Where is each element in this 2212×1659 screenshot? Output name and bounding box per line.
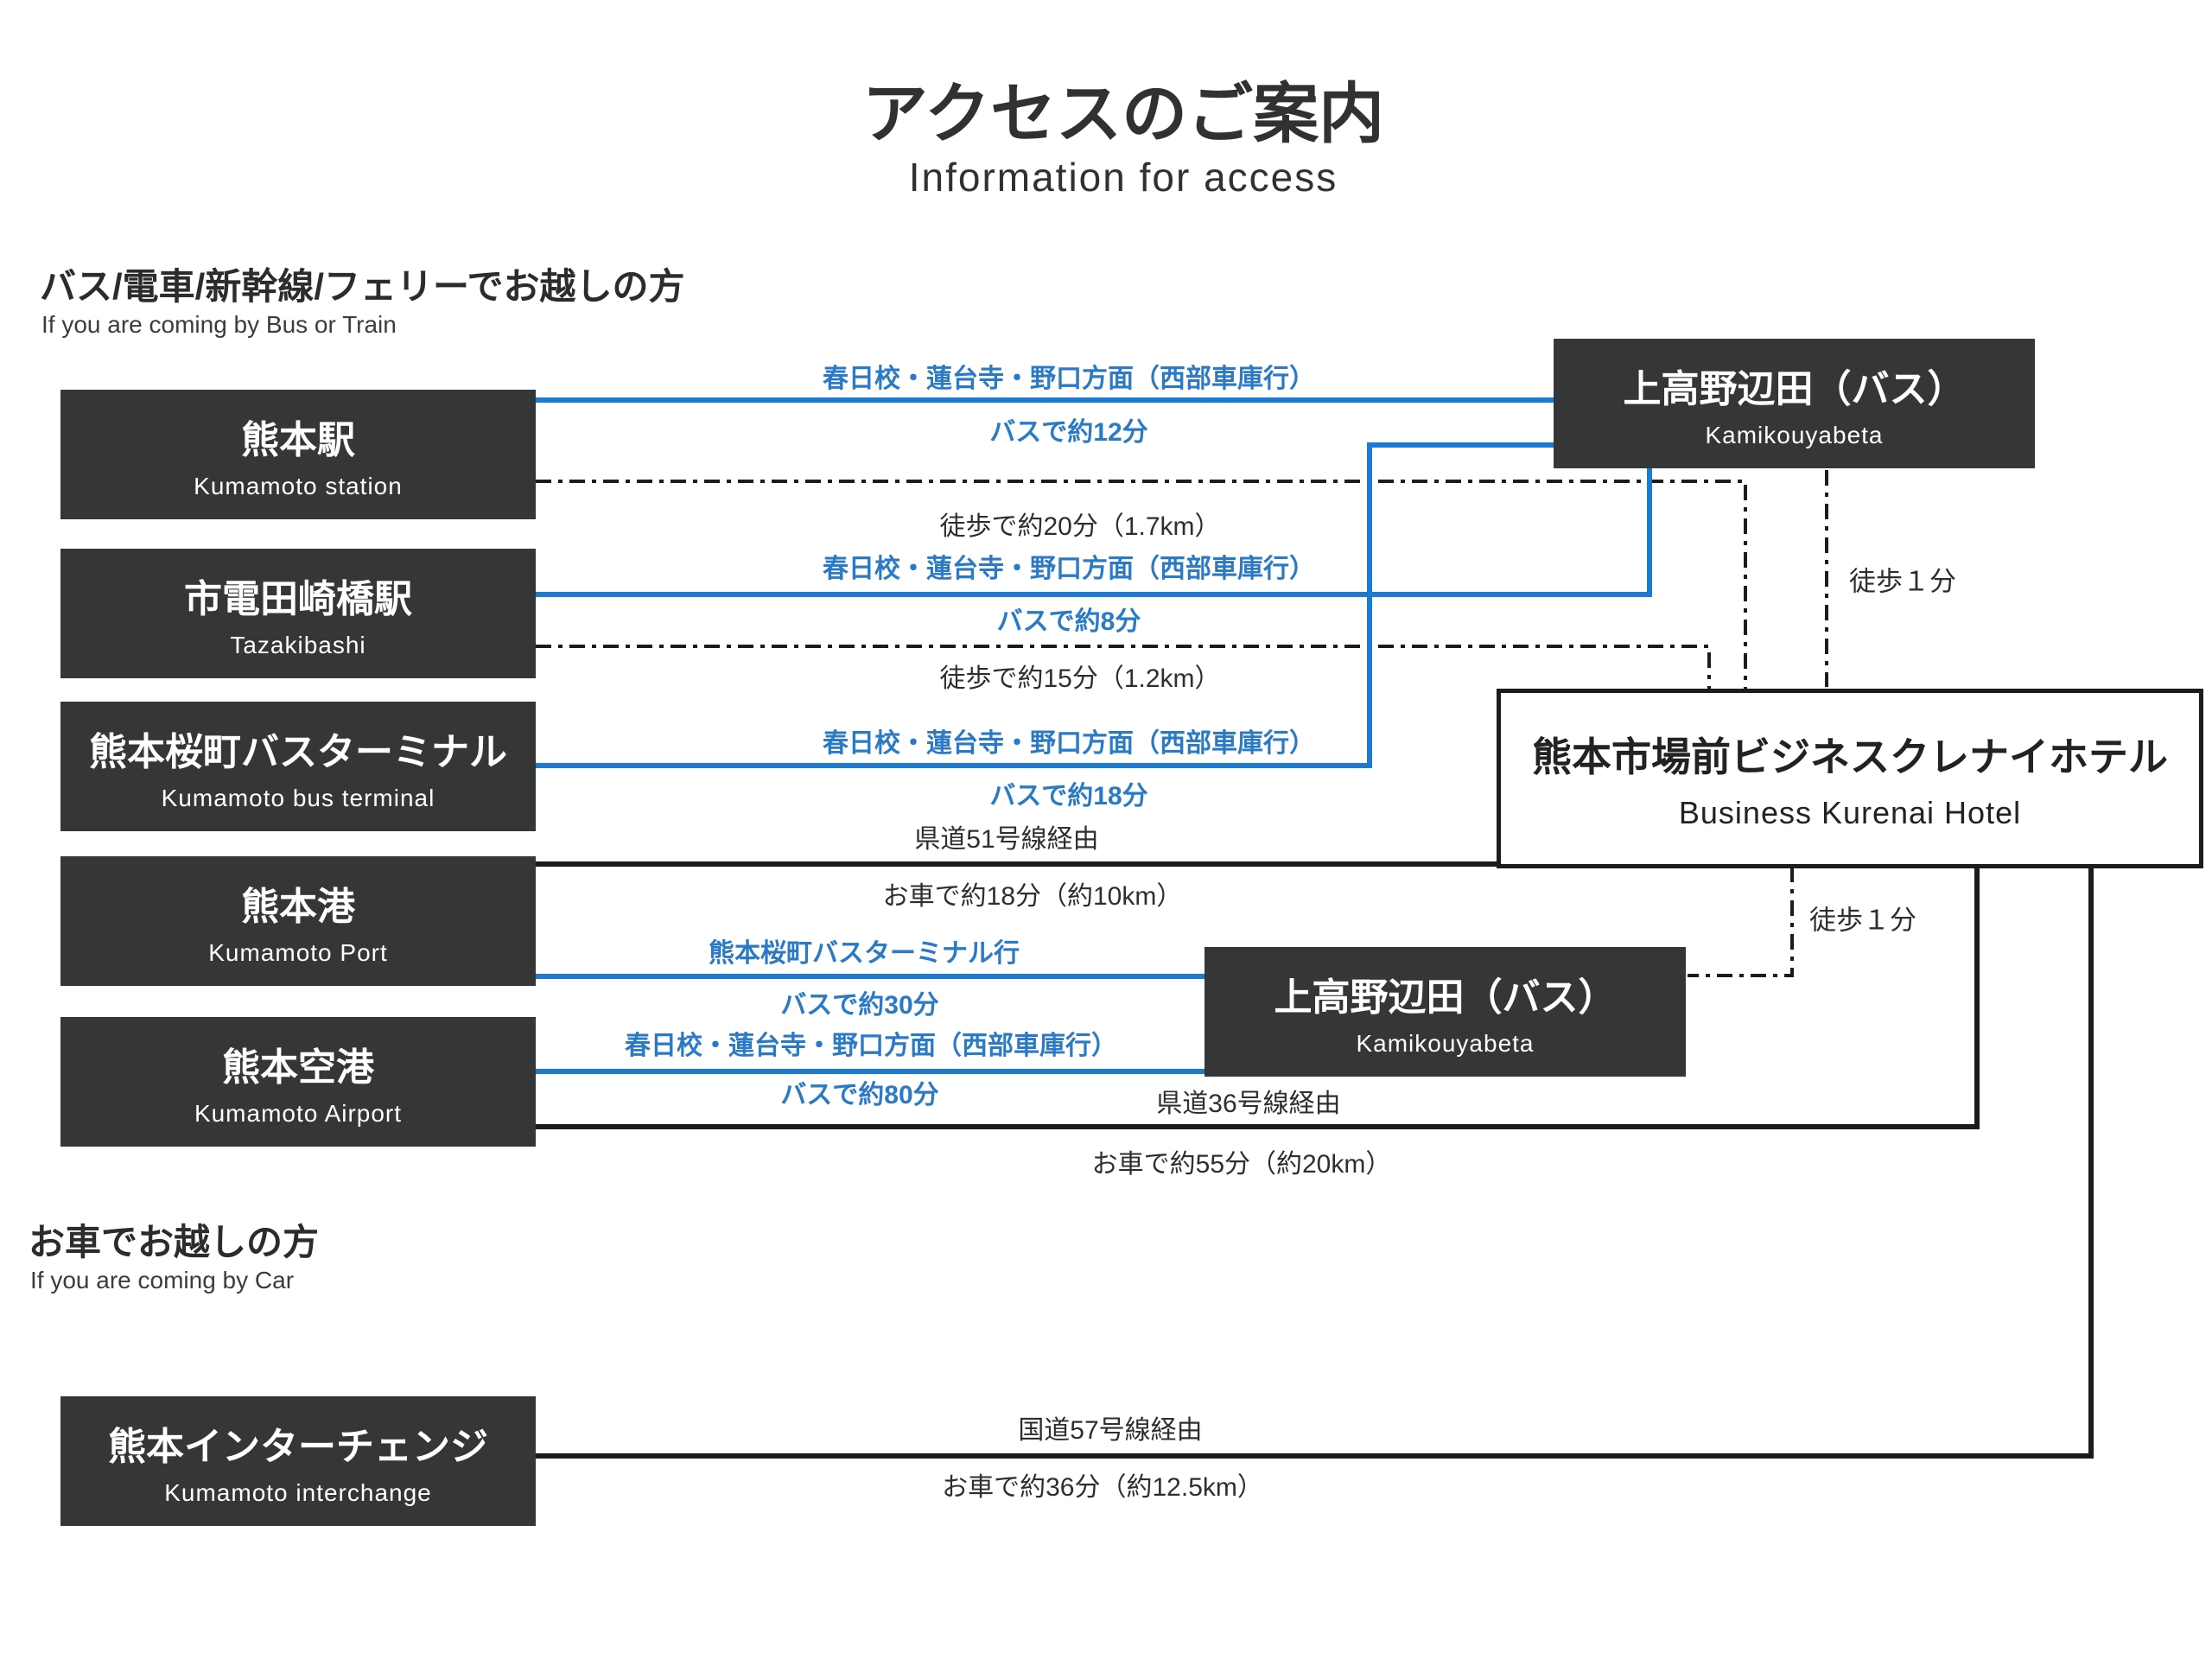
route-line-tazakibashi-walk (536, 645, 1711, 691)
node-kumamoto-airport-sublabel: Kumamoto Airport (194, 1100, 403, 1127)
label-tazakibashi-bus-direction: 春日校・蓮台寺・野口方面（西部車庫行） (823, 555, 1315, 583)
label-hotel-walk-top: 徒歩１分 (1849, 566, 1956, 597)
label-port-car-duration: お車で約18分（約10km） (882, 882, 1183, 911)
node-kamikouyabeta-top-label: 上高野辺田（バス） (1623, 368, 1966, 410)
route-line-airport-car (536, 867, 1980, 1129)
node-kumamoto-port: 熊本港 Kumamoto Port (60, 856, 536, 986)
section-car-heading: お車でお越しの方 (29, 1222, 320, 1262)
node-kumamoto-station: 熊本駅 Kumamoto station (60, 390, 536, 519)
page-subtitle: Information for access (908, 155, 1338, 200)
node-kumamoto-airport: 熊本空港 Kumamoto Airport (60, 1017, 536, 1147)
node-hotel: 熊本市場前ビジネスクレナイホテル Business Kurenai Hotel (1497, 689, 2203, 868)
node-kumamoto-interchange: 熊本インターチェンジ Kumamoto interchange (60, 1396, 536, 1526)
node-kumamoto-station-sublabel: Kumamoto station (194, 473, 403, 499)
route-line-hotel-walk-side (1688, 867, 1794, 977)
label-airport-car-via: 県道36号線経由 (1156, 1090, 1341, 1118)
node-kamikouyabeta-top: 上高野辺田（バス） Kamikouyabeta (1554, 339, 2035, 468)
node-bus-terminal-sublabel: Kumamoto bus terminal (161, 785, 435, 811)
route-line-terminal-bus (536, 442, 1554, 768)
route-line-tazakibashi-bus (536, 468, 1652, 597)
label-station-walk-duration: 徒歩で約20分（1.7km） (939, 512, 1221, 541)
label-port-bus-direction: 熊本桜町バスターミナル行 (709, 939, 1020, 968)
node-tazakibashi-sublabel: Tazakibashi (230, 632, 366, 658)
label-interchange-car-duration: お車で約36分（約12.5km） (942, 1473, 1263, 1502)
label-port-car-via: 県道51号線経由 (914, 825, 1099, 854)
node-bus-terminal: 熊本桜町バスターミナル Kumamoto bus terminal (60, 702, 536, 831)
label-airport-car-duration: お車で約55分（約20km） (1091, 1150, 1392, 1179)
label-terminal-bus-duration: バスで約18分 (989, 782, 1148, 810)
node-tazakibashi: 市電田崎橋駅 Tazakibashi (60, 549, 536, 678)
node-kumamoto-airport-label: 熊本空港 (222, 1046, 374, 1089)
node-kumamoto-interchange-sublabel: Kumamoto interchange (164, 1479, 432, 1506)
label-tazakibashi-walk-duration: 徒歩で約15分（1.2km） (939, 664, 1221, 693)
node-kamikouyabeta-side-label: 上高野辺田（バス） (1274, 976, 1617, 1019)
page-title: アクセスのご案内 (861, 78, 1385, 151)
node-kumamoto-interchange-label: 熊本インターチェンジ (108, 1426, 488, 1468)
node-hotel-label: 熊本市場前ビジネスクレナイホテル (1532, 734, 2168, 779)
label-hotel-walk-side: 徒歩１分 (1809, 905, 1916, 936)
label-station-bus-duration: バスで約12分 (989, 418, 1148, 447)
label-terminal-bus-direction: 春日校・蓮台寺・野口方面（西部車庫行） (823, 729, 1315, 758)
node-kumamoto-station-label: 熊本駅 (241, 419, 355, 461)
node-kumamoto-port-sublabel: Kumamoto Port (208, 939, 388, 966)
label-port-bus-duration: バスで約30分 (780, 991, 939, 1020)
route-line-interchange-car (536, 867, 2094, 1459)
node-kumamoto-port-label: 熊本港 (241, 886, 355, 928)
label-station-bus-direction: 春日校・蓮台寺・野口方面（西部車庫行） (823, 365, 1315, 393)
label-airport-bus-direction: 春日校・蓮台寺・野口方面（西部車庫行） (625, 1032, 1117, 1060)
node-bus-terminal-label: 熊本桜町バスターミナル (89, 731, 507, 773)
label-interchange-car-via: 国道57号線経由 (1018, 1416, 1203, 1445)
section-transit-subheading: If you are coming by Bus or Train (41, 311, 397, 338)
node-tazakibashi-label: 市電田崎橋駅 (184, 578, 412, 620)
node-kamikouyabeta-side-sublabel: Kamikouyabeta (1356, 1030, 1535, 1057)
node-hotel-sublabel: Business Kurenai Hotel (1678, 795, 2022, 830)
route-line-station-walk (536, 480, 1747, 691)
label-airport-bus-duration: バスで約80分 (780, 1081, 939, 1109)
section-transit-heading: バス/電車/新幹線/フェリーでお越しの方 (40, 266, 685, 307)
node-kamikouyabeta-side: 上高野辺田（バス） Kamikouyabeta (1205, 947, 1686, 1077)
node-kamikouyabeta-top-sublabel: Kamikouyabeta (1705, 422, 1884, 448)
section-car-subheading: If you are coming by Car (30, 1267, 295, 1294)
label-tazakibashi-bus-duration: バスで約8分 (996, 607, 1141, 636)
